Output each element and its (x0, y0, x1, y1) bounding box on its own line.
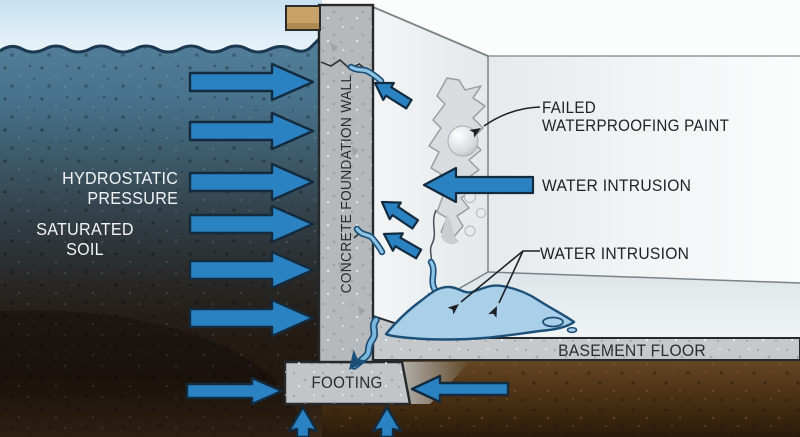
saturated-line1: SATURATED (36, 219, 134, 239)
failed-line2: WATERPROOFING PAINT (542, 117, 730, 136)
hydrostatic-pressure-arrows (185, 62, 510, 437)
basement-floor-label: BASEMENT FLOOR (558, 341, 706, 360)
water-intrusion-upper-label: WATER INTRUSION (542, 176, 692, 195)
pointer-arrowhead-icon (447, 304, 459, 315)
back-wall (488, 56, 800, 283)
concrete-foundation-wall-label: CONCRETE FOUNDATION WALL (338, 74, 355, 294)
paint-bubble (447, 125, 479, 157)
wood-sill-plate (285, 5, 321, 31)
seepage-arrow-icon (382, 232, 423, 260)
water-droplet (566, 326, 578, 334)
wall-footing-joint-leak (349, 316, 380, 370)
pressure-arrow-icon (188, 298, 315, 338)
upper-wall-crack (320, 58, 385, 85)
hydrostatic-line2: PRESSURE (87, 187, 178, 208)
uplift-arrow-icon (371, 405, 403, 437)
footing-label: FOOTING (311, 374, 383, 392)
failed-paint-pointer (483, 106, 541, 127)
water-droplet (542, 316, 564, 328)
failed-line1: FAILED (542, 99, 596, 117)
label-pointers (447, 106, 541, 318)
soil-shadow (0, 310, 300, 437)
pressure-arrow-icon (188, 62, 315, 102)
saturated-line2: SOIL (66, 238, 104, 259)
water-puddle (384, 284, 578, 341)
pointer-arrowhead-icon (488, 306, 497, 318)
water-intrusion-arrow-icon (422, 166, 535, 204)
pressure-arrow-icon (188, 162, 315, 202)
puddle-pointer-2 (498, 250, 524, 304)
water-intrusion-lower-label: WATER INTRUSION (540, 244, 690, 263)
pressure-arrow-icon (188, 111, 315, 151)
footing-intrusion-arrow-icon (410, 374, 510, 404)
pressure-arrow-icon (188, 204, 315, 244)
uplift-arrow-icon (287, 405, 319, 437)
hydrostatic-line1: HYDROSTATIC (61, 168, 178, 188)
joint-drip-arrow-icon (349, 349, 368, 370)
pressure-arrow-footing-icon (185, 376, 284, 406)
pressure-arrow-icon (188, 250, 315, 290)
ceiling-area (373, 0, 800, 56)
failed-paint-blob (428, 77, 486, 245)
waterline (0, 36, 322, 54)
pointer-arrowhead-icon (469, 128, 481, 138)
seepage-arrow-icon (373, 81, 413, 110)
middle-wall-crack (353, 225, 386, 256)
concrete-foundation-wall-section (317, 3, 375, 364)
interior-water-arrows (373, 81, 535, 260)
seepage-arrow-icon (380, 200, 420, 230)
